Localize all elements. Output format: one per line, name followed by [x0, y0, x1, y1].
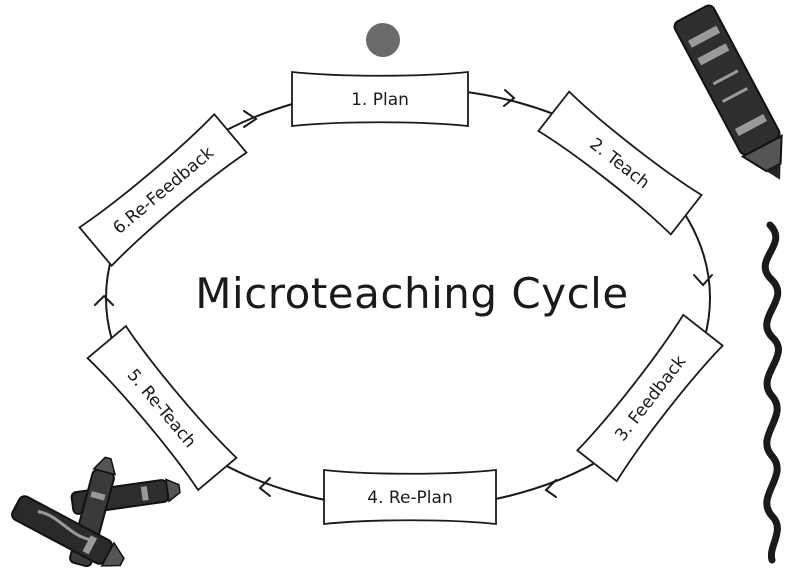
- wavy-line-icon: [761, 221, 782, 564]
- arrow-feedback-to-replan: [544, 479, 557, 498]
- arrow-refeedback-to-plan: [243, 110, 258, 128]
- cycle-arrows: [94, 89, 713, 498]
- step-plan: 1. Plan: [291, 71, 469, 127]
- crayon-icon: [673, 4, 783, 180]
- crayons-icon: [11, 456, 181, 568]
- arrow-plan-to-teach: [503, 89, 516, 107]
- step-refeedback-label: 6.Re-Feedback: [109, 143, 218, 239]
- diagram-title: Microteaching Cycle: [195, 269, 628, 318]
- arrow-reteach-to-refeedback: [94, 294, 114, 306]
- arrow-teach-to-feedback: [693, 274, 713, 287]
- step-replan-label: 4. Re-Plan: [367, 488, 452, 508]
- step-teach: 2. Teach: [537, 90, 703, 236]
- step-replan: 4. Re-Plan: [323, 468, 497, 526]
- arrow-replan-to-reteach: [258, 477, 271, 497]
- step-refeedback: 6.Re-Feedback: [78, 112, 248, 268]
- pin-icon: [366, 23, 400, 57]
- step-plan-label: 1. Plan: [351, 90, 409, 110]
- step-feedback: 3. Feedback: [576, 313, 724, 483]
